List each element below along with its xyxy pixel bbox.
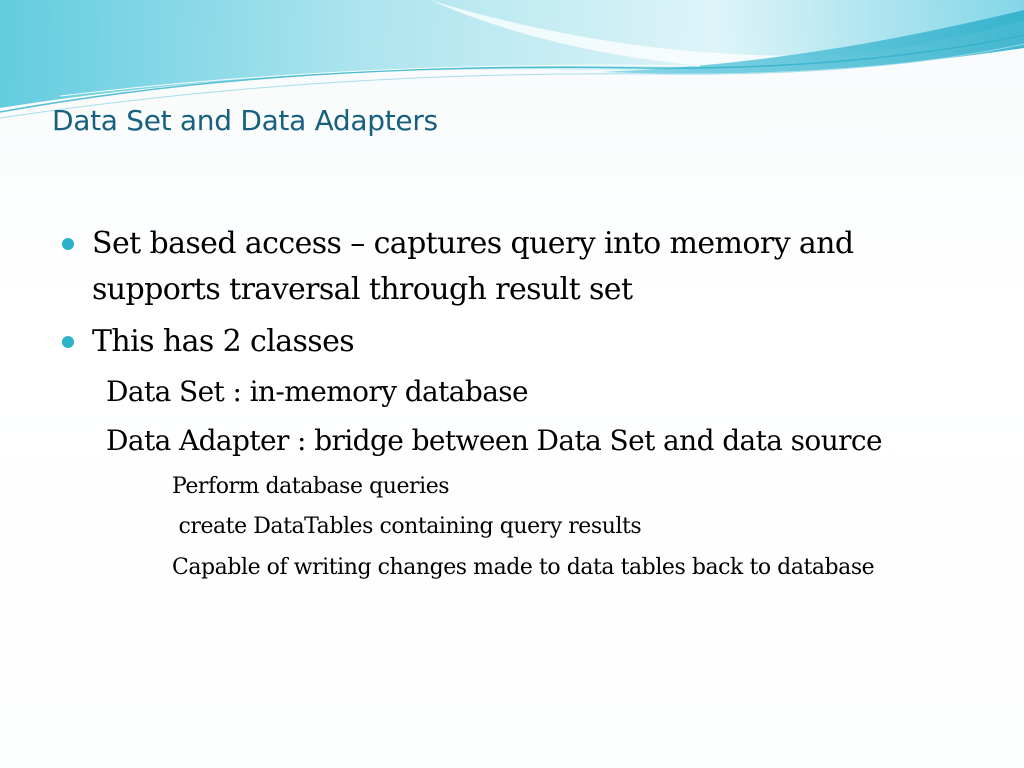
bullet-text-line: supports traversal through result set [92,272,633,307]
subsub-item: create DataTables containing query resul… [172,514,642,539]
sub-item: Data Set : in-memory database [106,375,529,408]
slide-title: Data Set and Data Adapters [52,104,438,137]
bullet-text-line: This has 2 classes [92,324,355,359]
bullet-text-line: Set based access – captures query into m… [92,226,854,261]
subsub-item: Capable of writing changes made to data … [172,555,875,580]
sub-item: Data Adapter : bridge between Data Set a… [106,424,883,457]
subsub-item: Perform database queries [172,474,450,499]
bullet-dot-icon [62,336,74,348]
bullet-dot-icon [62,238,74,250]
wave-header-decoration [0,0,1024,119]
